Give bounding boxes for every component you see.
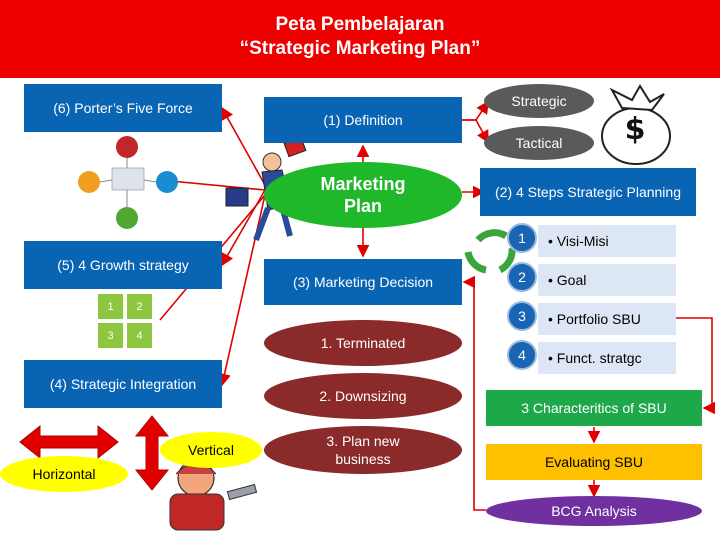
grid-cell-3: 3 <box>98 323 123 348</box>
strategic-integration-box: (4) Strategic Integration <box>24 360 222 408</box>
step-1-box: • Visi-Misi <box>538 225 676 257</box>
decision-plan-new-business: 3. Plan new business <box>264 426 462 474</box>
tactical-oval: Tactical <box>484 126 594 160</box>
arrow-to-porter <box>221 106 266 186</box>
step-1-label: • Visi-Misi <box>548 233 609 249</box>
arrow-to-integration <box>218 194 266 387</box>
characteristics-box: 3 Characteritics of SBU <box>486 390 702 426</box>
growth-strategy-box: (5) 4 Growth strategy <box>24 241 222 289</box>
bcg-analysis-label: BCG Analysis <box>551 503 637 519</box>
decision-downsizing: 2. Downsizing <box>264 373 462 419</box>
decision-plan-new-business-label: 3. Plan new business <box>326 433 400 467</box>
vertical-double-arrow <box>134 415 170 491</box>
growth-grid: 1 2 3 4 <box>98 294 154 350</box>
porter-five-force-box: (6) Porter’s Five Force <box>24 84 222 132</box>
decision-terminated-label: 1. Terminated <box>320 335 406 351</box>
title-line-1: Peta Pembelajaran <box>275 14 445 35</box>
porter-five-force-label: (6) Porter’s Five Force <box>53 100 193 116</box>
evaluating-sbu-label: Evaluating SBU <box>544 454 644 470</box>
characteristics-label: 3 Characteritics of SBU <box>521 400 667 416</box>
growth-strategy-label: (5) 4 Growth strategy <box>57 257 189 273</box>
horizontal-label: Horizontal <box>32 466 96 482</box>
definition-label: (1) Definition <box>323 112 403 128</box>
title-line-2: “Strategic Marketing Plan” <box>239 38 481 59</box>
evaluating-sbu-box: Evaluating SBU <box>486 444 702 480</box>
bcg-analysis-oval: BCG Analysis <box>486 496 702 526</box>
decision-terminated: 1. Terminated <box>264 320 462 366</box>
step-3-box: • Portfolio SBU <box>538 303 676 335</box>
strategic-integration-label: (4) Strategic Integration <box>49 376 197 392</box>
money-bag-icon <box>601 84 671 165</box>
step-3-label: • Portfolio SBU <box>548 311 641 327</box>
four-steps-box: (2) 4 Steps Strategic Planning <box>480 168 696 216</box>
four-steps-label: (2) 4 Steps Strategic Planning <box>495 184 681 200</box>
strategic-label: Strategic <box>511 93 567 109</box>
porter-diagram-icon <box>78 136 178 229</box>
step-4-number: 4 <box>507 340 537 370</box>
tactical-label: Tactical <box>515 135 563 151</box>
mechanic-figure <box>169 459 258 531</box>
horizontal-oval: Horizontal <box>0 456 128 492</box>
arrow-to-tactical <box>462 119 489 144</box>
page-title-banner: Peta Pembelajaran “Strategic Marketing P… <box>0 0 720 78</box>
step-2-number: 2 <box>507 262 537 292</box>
grid-cell-1: 1 <box>98 294 123 319</box>
arrow-to-strategic <box>462 100 489 121</box>
vertical-label: Vertical <box>188 442 234 458</box>
step-2-box: • Goal <box>538 264 676 296</box>
arrow-bcg-to-decision <box>462 275 486 511</box>
marketing-plan-oval: Marketing Plan <box>264 162 462 228</box>
vertical-oval: Vertical <box>160 432 262 468</box>
strategic-oval: Strategic <box>484 84 594 118</box>
marketing-plan-label: Marketing Plan <box>320 174 406 216</box>
step-1-number: 1 <box>507 223 537 253</box>
recycle-icon <box>464 229 516 274</box>
dollar-sign: $ <box>624 112 646 147</box>
definition-box: (1) Definition <box>264 97 462 143</box>
arrow-to-characteristics <box>676 317 716 415</box>
decision-downsizing-label: 2. Downsizing <box>319 388 407 404</box>
marketing-decision-label: (3) Marketing Decision <box>292 274 434 290</box>
step-4-box: • Funct. stratgc <box>538 342 676 374</box>
step-3-number: 3 <box>507 301 537 331</box>
step-4-label: • Funct. stratgc <box>548 350 642 366</box>
horizontal-double-arrow <box>19 424 119 460</box>
marketing-decision-box: (3) Marketing Decision <box>264 259 462 305</box>
grid-cell-4: 4 <box>127 323 152 348</box>
step-2-label: • Goal <box>548 272 587 288</box>
grid-cell-2: 2 <box>127 294 152 319</box>
